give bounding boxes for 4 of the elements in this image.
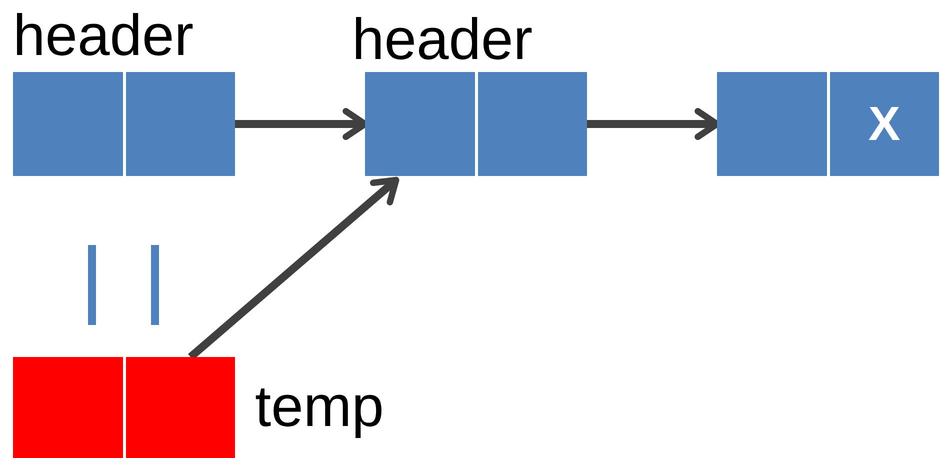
node-cell: X [830,72,939,176]
node-label: header [352,8,533,72]
node-label: header [13,4,194,68]
node-label: temp [255,375,384,439]
